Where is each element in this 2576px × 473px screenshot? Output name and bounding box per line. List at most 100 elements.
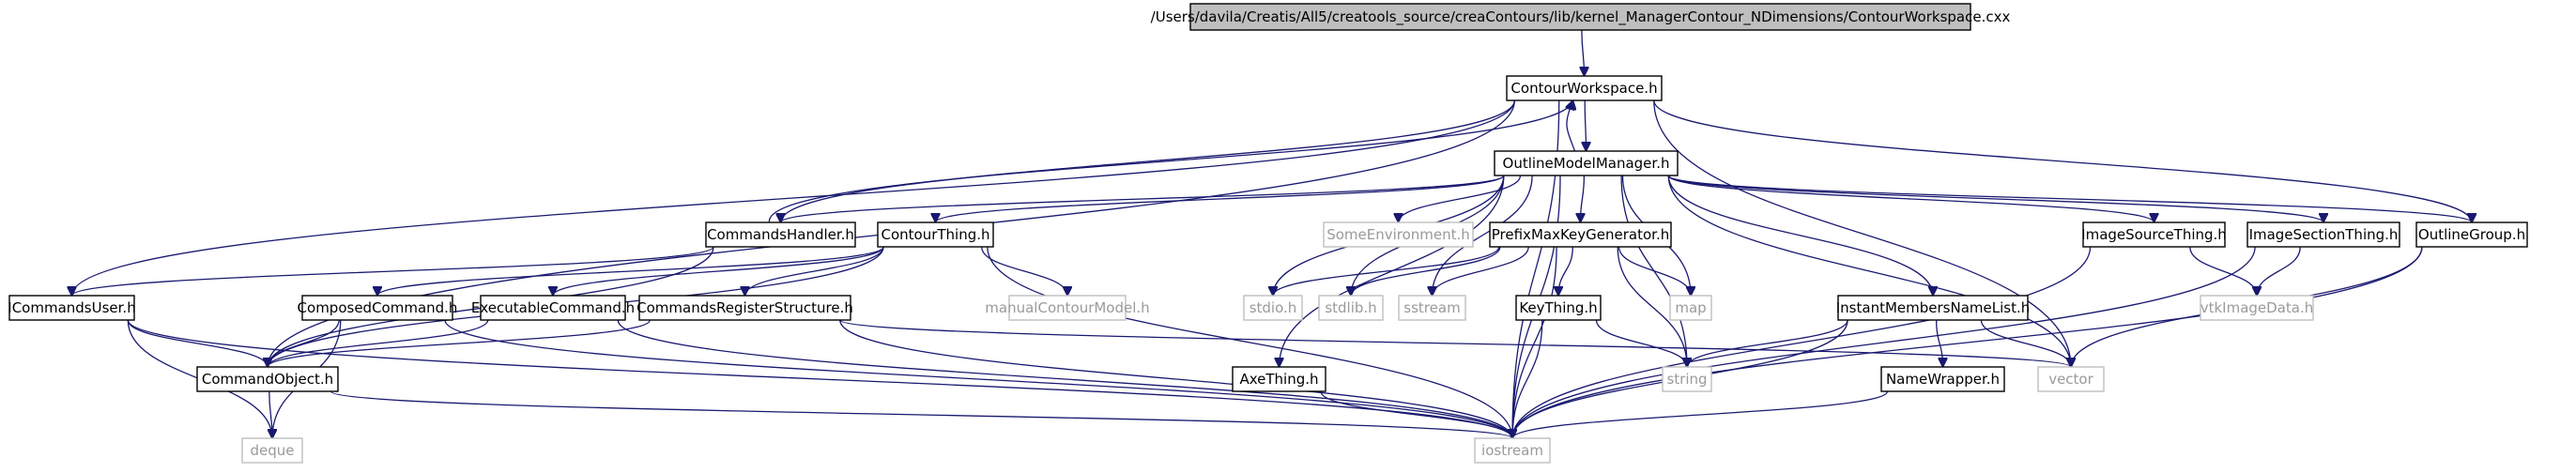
node-box <box>638 295 851 321</box>
node-imagesourcething-h[interactable]: ImageSourceThing.h <box>2081 221 2227 248</box>
edge-pmk-to-iostream <box>1512 246 1557 438</box>
edge-ec-to-co <box>268 319 489 367</box>
node-box <box>2415 221 2528 248</box>
node-label: ICommandsUser.h <box>8 299 135 316</box>
node-label: KeyThing.h <box>1519 299 1597 316</box>
edge-omm-to-vector <box>1667 175 2071 367</box>
node-box <box>1008 295 1127 321</box>
node-vector[interactable]: vector <box>2037 366 2105 392</box>
node-composedcommand-h[interactable]: ComposedCommand.h <box>298 295 458 321</box>
edge-kt-to-iostream <box>1512 319 1543 438</box>
node-box <box>1669 295 1712 321</box>
node-label: vtkImageData.h <box>2200 299 2314 316</box>
node-namewrapper-h[interactable]: NameWrapper.h <box>1880 366 2005 392</box>
node-box <box>1494 150 1679 176</box>
node-box <box>2082 221 2226 248</box>
node-box <box>301 295 453 321</box>
node-users-davila-creatis-all5-creatools-source-creacontours-lib-kernel-managercontour-ndimensions-contourworkspace-cxx[interactable]: /Users/davila/Creatis/All5/creatools_sou… <box>1151 3 2011 31</box>
node-label: deque <box>250 442 294 459</box>
edge-co-to-iostream <box>330 390 1513 438</box>
node-keything-h[interactable]: KeyThing.h <box>1515 295 1602 321</box>
node-box <box>2246 221 2400 248</box>
edge-crs-to-iostream <box>839 319 1512 438</box>
node-label: ContourWorkspace.h <box>1510 80 1657 97</box>
edge-ct-to-crs <box>745 246 884 296</box>
edge-ch-to-ws <box>768 100 1572 223</box>
node-label: ImageSectionThing.h <box>2249 226 2399 243</box>
node-label: InstantMembersNameList.h <box>1836 299 2030 316</box>
edge-omm-to-se <box>1399 175 1522 222</box>
edge-isect-to-iostream <box>1512 246 2256 438</box>
node-vtkimagedata-h[interactable]: vtkImageData.h <box>2200 295 2314 321</box>
node-commandsregisterstructure-h[interactable]: CommandsRegisterStructure.h <box>636 295 853 321</box>
node-box <box>877 221 994 248</box>
node-box <box>1662 366 1712 392</box>
edge-pmk-to-stdlib <box>1351 246 1501 296</box>
node-label: ComposedCommand.h <box>298 299 458 316</box>
node-box <box>1189 3 1971 31</box>
node-label: OutlineModelManager.h <box>1503 155 1670 172</box>
node-label: map <box>1675 299 1706 316</box>
node-stdio-h[interactable]: stdio.h <box>1243 295 1303 321</box>
node-manualcontourmodel-h[interactable]: manualContourModel.h <box>985 295 1150 321</box>
dependency-edges <box>72 29 2473 438</box>
node-label: manualContourModel.h <box>985 299 1149 316</box>
edge-omm-to-ist <box>1667 175 2154 222</box>
node-map[interactable]: map <box>1669 295 1712 321</box>
node-commandobject-h[interactable]: CommandObject.h <box>196 366 339 392</box>
node-executablecommand-h[interactable]: ExecutableCommand.h <box>471 295 635 321</box>
edge-imnl-to-string <box>1687 319 1848 367</box>
node-box <box>1880 366 2005 392</box>
node-box <box>1323 221 1474 248</box>
node-stdlib-h[interactable]: stdlib.h <box>1318 295 1384 321</box>
edge-imnl-to-nw <box>1936 319 1943 367</box>
node-box <box>196 366 339 392</box>
node-box <box>1489 221 1672 248</box>
node-iostream[interactable]: iostream <box>1474 437 1551 464</box>
node-label: ExecutableCommand.h <box>471 299 635 316</box>
node-string[interactable]: string <box>1662 366 1712 392</box>
node-label: CommandObject.h <box>202 371 333 388</box>
node-label: ContourThing.h <box>881 226 989 243</box>
edge-ct-to-mcm <box>981 246 1067 296</box>
edge-pmk-to-map <box>1618 246 1691 296</box>
node-label: iostream <box>1481 442 1543 459</box>
edge-ws-to-icu <box>72 99 1515 296</box>
edge-root-to-ws <box>1582 29 1585 76</box>
node-icommandsuser-h[interactable]: ICommandsUser.h <box>8 295 136 321</box>
node-box <box>2037 366 2105 392</box>
node-commandshandler-h[interactable]: CommandsHandler.h <box>705 221 856 248</box>
node-prefixmaxkeygenerator-h[interactable]: PrefixMaxKeyGenerator.h <box>1489 221 1672 248</box>
edge-nw-to-iostream <box>1512 390 1889 438</box>
node-deque[interactable]: deque <box>241 437 303 464</box>
node-sstream[interactable]: sstream <box>1398 295 1466 321</box>
node-contourworkspace-h[interactable]: ContourWorkspace.h <box>1506 75 1663 101</box>
edge-cc-to-iostream <box>444 319 1512 438</box>
edge-ws-to-omm <box>1585 99 1586 151</box>
node-label: vector <box>2048 371 2093 388</box>
node-outlinemodelmanager-h[interactable]: OutlineModelManager.h <box>1494 150 1679 176</box>
edge-ec-to-iostream <box>617 319 1512 438</box>
edge-pmk-to-string <box>1617 246 1687 367</box>
node-someenvironment-h[interactable]: SomeEnvironment.h <box>1323 221 1474 248</box>
node-label: CommandsHandler.h <box>707 226 854 243</box>
edge-omm-to-sstream <box>1433 175 1533 296</box>
node-contourthing-h[interactable]: ContourThing.h <box>877 221 994 248</box>
edge-ist-to-vtk <box>2189 246 2257 296</box>
node-axething-h[interactable]: AxeThing.h <box>1232 366 1326 392</box>
node-instantmembersnamelist-h[interactable]: InstantMembersNameList.h <box>1836 295 2030 321</box>
edge-ct-to-ec <box>553 246 884 296</box>
node-box <box>1474 437 1551 464</box>
edge-ct-to-cc <box>377 246 884 296</box>
node-imagesectionthing-h[interactable]: ImageSectionThing.h <box>2246 221 2400 248</box>
edge-at-to-iostream <box>1320 390 1512 438</box>
node-label: AxeThing.h <box>1239 371 1318 388</box>
edge-omm-to-ct <box>936 175 1505 222</box>
node-box <box>1318 295 1384 321</box>
edge-omm-to-og <box>1667 175 2472 222</box>
node-box <box>1243 295 1303 321</box>
edge-icu-to-co <box>127 319 268 367</box>
node-label: OutlineGroup.h <box>2418 226 2525 243</box>
node-outlinegroup-h[interactable]: OutlineGroup.h <box>2415 221 2528 248</box>
node-label: stdio.h <box>1250 299 1297 316</box>
